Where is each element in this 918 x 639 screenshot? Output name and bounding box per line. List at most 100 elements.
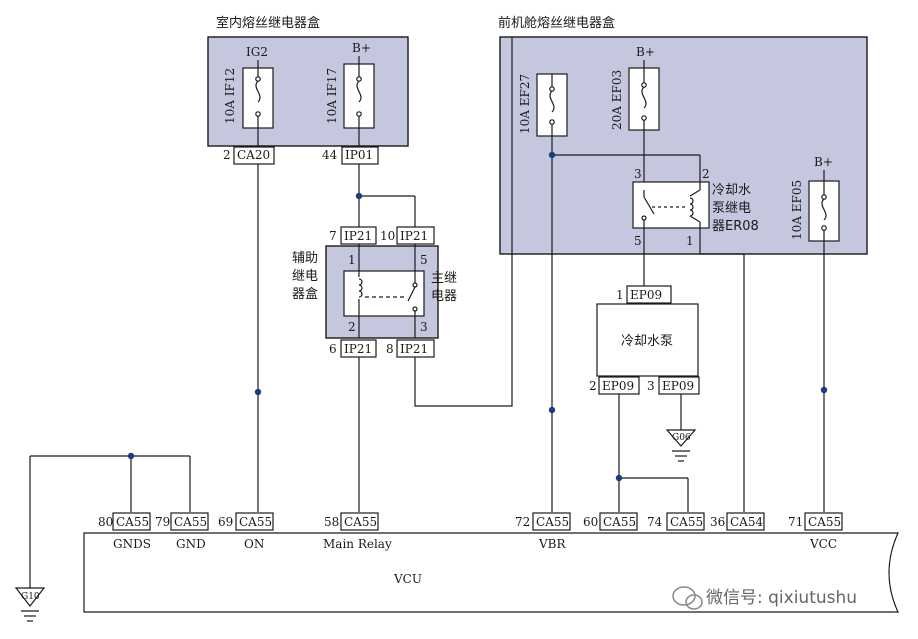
svg-text:60: 60 [583,515,598,529]
junction-dot [615,474,623,482]
front-box-title: 前机舱熔丝继电器盒 [498,15,615,31]
er08-pin-5: 5 [634,234,642,248]
svg-text:79: 79 [155,515,170,529]
ca20-name: CA20 [237,148,270,162]
main-relay-label-line2: 电器 [431,289,457,304]
if17-label: 10A IF17 [325,68,339,124]
vcu-pin: 79 CA55 GND [155,512,209,551]
ground-g06-label: G06 [672,433,691,443]
wechat-icon [672,586,703,610]
ground-g10-label: G10 [21,592,40,602]
if12-supply: IG2 [246,45,268,59]
svg-text:CA55: CA55 [174,515,207,529]
er08-pin-1: 1 [686,234,694,248]
ip21-8-name: IP21 [400,342,428,356]
relay-symbol-icon [358,244,418,338]
svg-text:Main Relay: Main Relay [323,537,392,551]
vcu-pin: 58 CA55 Main Relay [323,512,392,551]
svg-text:CA55: CA55 [808,515,841,529]
ip01-pin: 44 [322,148,338,162]
indoor-fuse-box [207,36,409,147]
svg-text:71: 71 [788,515,803,529]
er08-label-line3: 器ER08 [712,219,759,234]
ground-g10-icon [14,456,46,622]
svg-text:ON: ON [244,537,264,551]
ip21-6-pin: 6 [329,342,337,356]
aux-box-label-line3: 器盒 [292,286,318,302]
ef03-label: 20A EF03 [610,70,624,130]
if12-label: 10A IF12 [223,68,237,124]
wiring [30,37,825,512]
ip21-7-pin: 7 [329,229,337,243]
svg-text:CA55: CA55 [239,515,272,529]
svg-text:VBR: VBR [538,537,566,551]
vcu-pin: 69 CA55 ON [218,512,274,551]
vcu-pin: 36 CA54 [710,512,765,531]
svg-text:CA55: CA55 [603,515,636,529]
aux-box-label-line1: 辅助 [292,251,318,266]
ef27-label: 10A EF27 [518,74,532,134]
junction-dot [254,388,262,396]
vcu-pin: 71 CA55 VCC [788,512,843,551]
ip21-8-pin: 8 [386,342,394,356]
ef03-supply: B+ [636,45,655,59]
ep09-2-name: EP09 [602,379,634,393]
svg-text:CA55: CA55 [670,515,703,529]
ef05-label: 10A EF05 [790,180,804,240]
svg-text:GND: GND [176,537,206,551]
aux-relay-pin-3: 3 [420,320,428,334]
svg-text:58: 58 [324,515,339,529]
vcu-pin: 74 CA55 [647,512,705,531]
svg-text:CA54: CA54 [730,515,763,529]
junction-dot [548,406,556,414]
ip21-10-name: IP21 [400,229,428,243]
fuse-symbol-icon [255,56,362,146]
junction-dot [355,192,363,200]
junction-dot [548,151,556,159]
junction-dot [127,452,135,460]
watermark-text: 微信号: qixiutushu [706,588,857,608]
ep09-3-name: EP09 [662,379,694,393]
aux-relay-pin-5: 5 [420,253,428,267]
junction-dot [820,386,828,394]
ep09-1-name: EP09 [630,288,662,302]
er08-label-line1: 冷却水 [712,183,751,198]
aux-relay-pin-1: 1 [348,253,356,267]
aux-box-label-line2: 继电 [292,269,318,284]
svg-text:74: 74 [647,515,663,529]
ep09-1-pin: 1 [616,288,624,302]
vcu-label: VCU [393,572,422,586]
svg-text:VCC: VCC [809,537,837,551]
ip01-name: IP01 [345,148,373,162]
ep09-2-pin: 2 [589,379,597,393]
main-relay-label-line1: 主继 [431,271,457,286]
svg-text:36: 36 [710,515,725,529]
svg-text:80: 80 [98,515,113,529]
ep09-3-connector [658,376,700,395]
main-relay [343,270,425,317]
cooling-pump [596,303,699,377]
ip21-6-name: IP21 [344,342,372,356]
er08-label-line2: 泵继电 [712,201,751,216]
ep09-1-connector [626,285,672,304]
ep09-3-pin: 3 [647,379,655,393]
ca20-pin: 2 [223,148,231,162]
ip21-10-pin: 10 [380,229,395,243]
svg-text:72: 72 [515,515,530,529]
svg-text:CA55: CA55 [116,515,149,529]
ca20-connector [233,146,275,165]
ip21-7-name: IP21 [344,229,372,243]
aux-relay-pin-2: 2 [348,320,356,334]
if17-supply: B+ [352,41,371,55]
cooling-pump-label: 冷却水泵 [621,334,673,349]
ip01-connector [341,146,379,165]
fuse-symbol-icon [549,60,827,254]
ground-g06-icon [665,394,697,462]
svg-text:GNDS: GNDS [113,537,151,551]
er08-pin-3: 3 [634,167,642,181]
vcu-pin: 80 CA55 GNDS [98,512,151,551]
indoor-box-title: 室内熔丝继电器盒 [216,15,320,31]
svg-text:CA55: CA55 [344,515,377,529]
